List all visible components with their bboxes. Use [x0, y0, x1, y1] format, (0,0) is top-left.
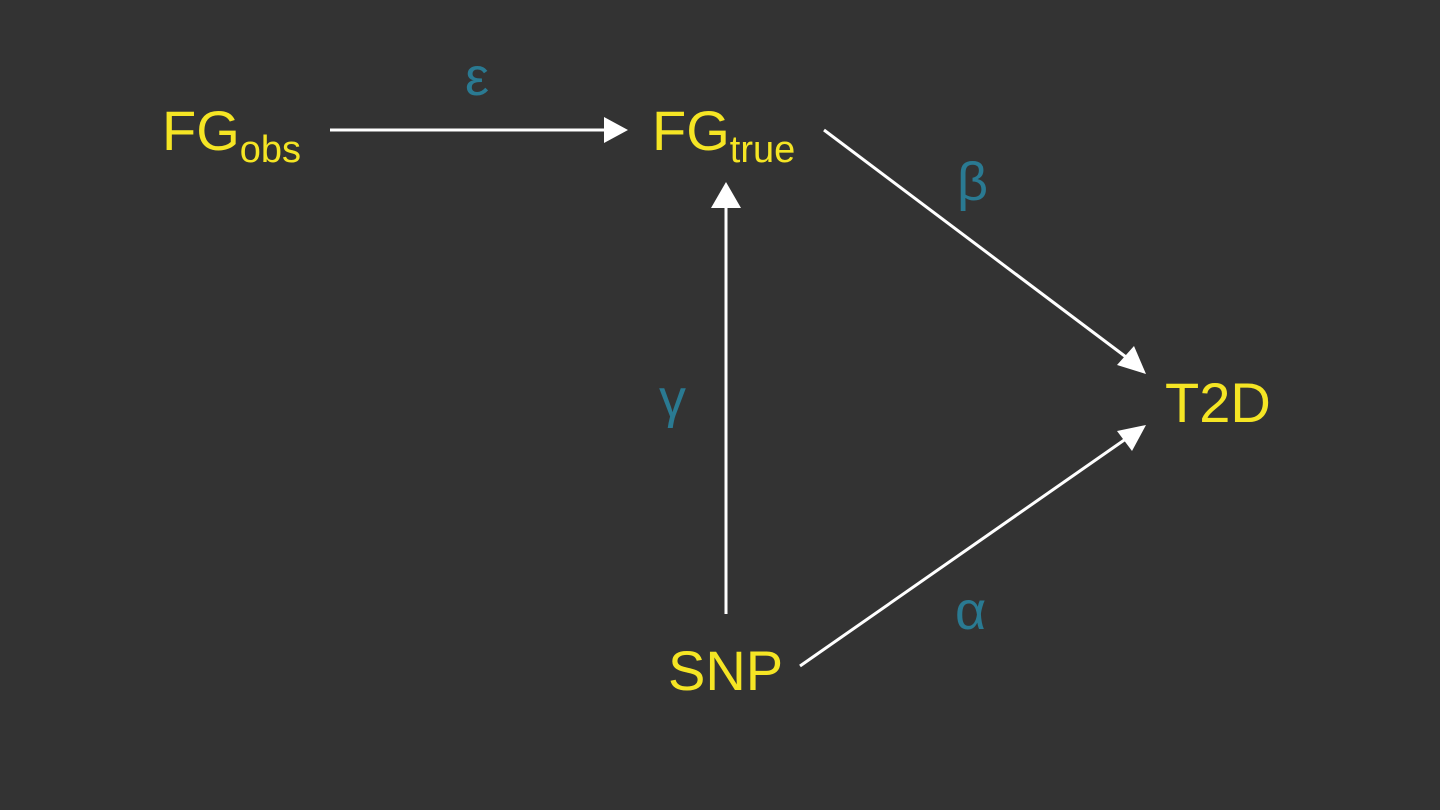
coefficient-epsilon: ε	[465, 47, 490, 107]
arrowhead-fgtrue-to-t2d	[1117, 346, 1146, 374]
node-fg-true-sub: true	[729, 129, 796, 171]
node-t2d-label: T2D	[1165, 371, 1271, 434]
node-fg-obs: FGobs	[162, 103, 301, 170]
arrowhead-snp-to-t2d	[1117, 425, 1146, 451]
node-snp-label: SNP	[668, 639, 784, 702]
node-snp: SNP	[668, 643, 783, 699]
node-fg-true-base: FG	[652, 99, 730, 162]
node-fg-true: FGtrue	[652, 103, 795, 170]
coefficient-beta: β	[957, 152, 989, 212]
node-fg-obs-sub: obs	[239, 129, 302, 171]
arrowhead-snp-to-fgtrue	[711, 182, 741, 208]
coefficient-alpha: α	[955, 581, 987, 641]
node-t2d: T2D	[1165, 375, 1271, 431]
edge-fgtrue-to-t2d	[823, 128, 1131, 362]
arrowhead-fgobs-to-fgtrue	[604, 117, 628, 143]
coefficient-gamma: γ	[659, 369, 686, 429]
node-fg-obs-base: FG	[162, 99, 240, 162]
edge-snp-to-t2d	[799, 434, 1131, 668]
